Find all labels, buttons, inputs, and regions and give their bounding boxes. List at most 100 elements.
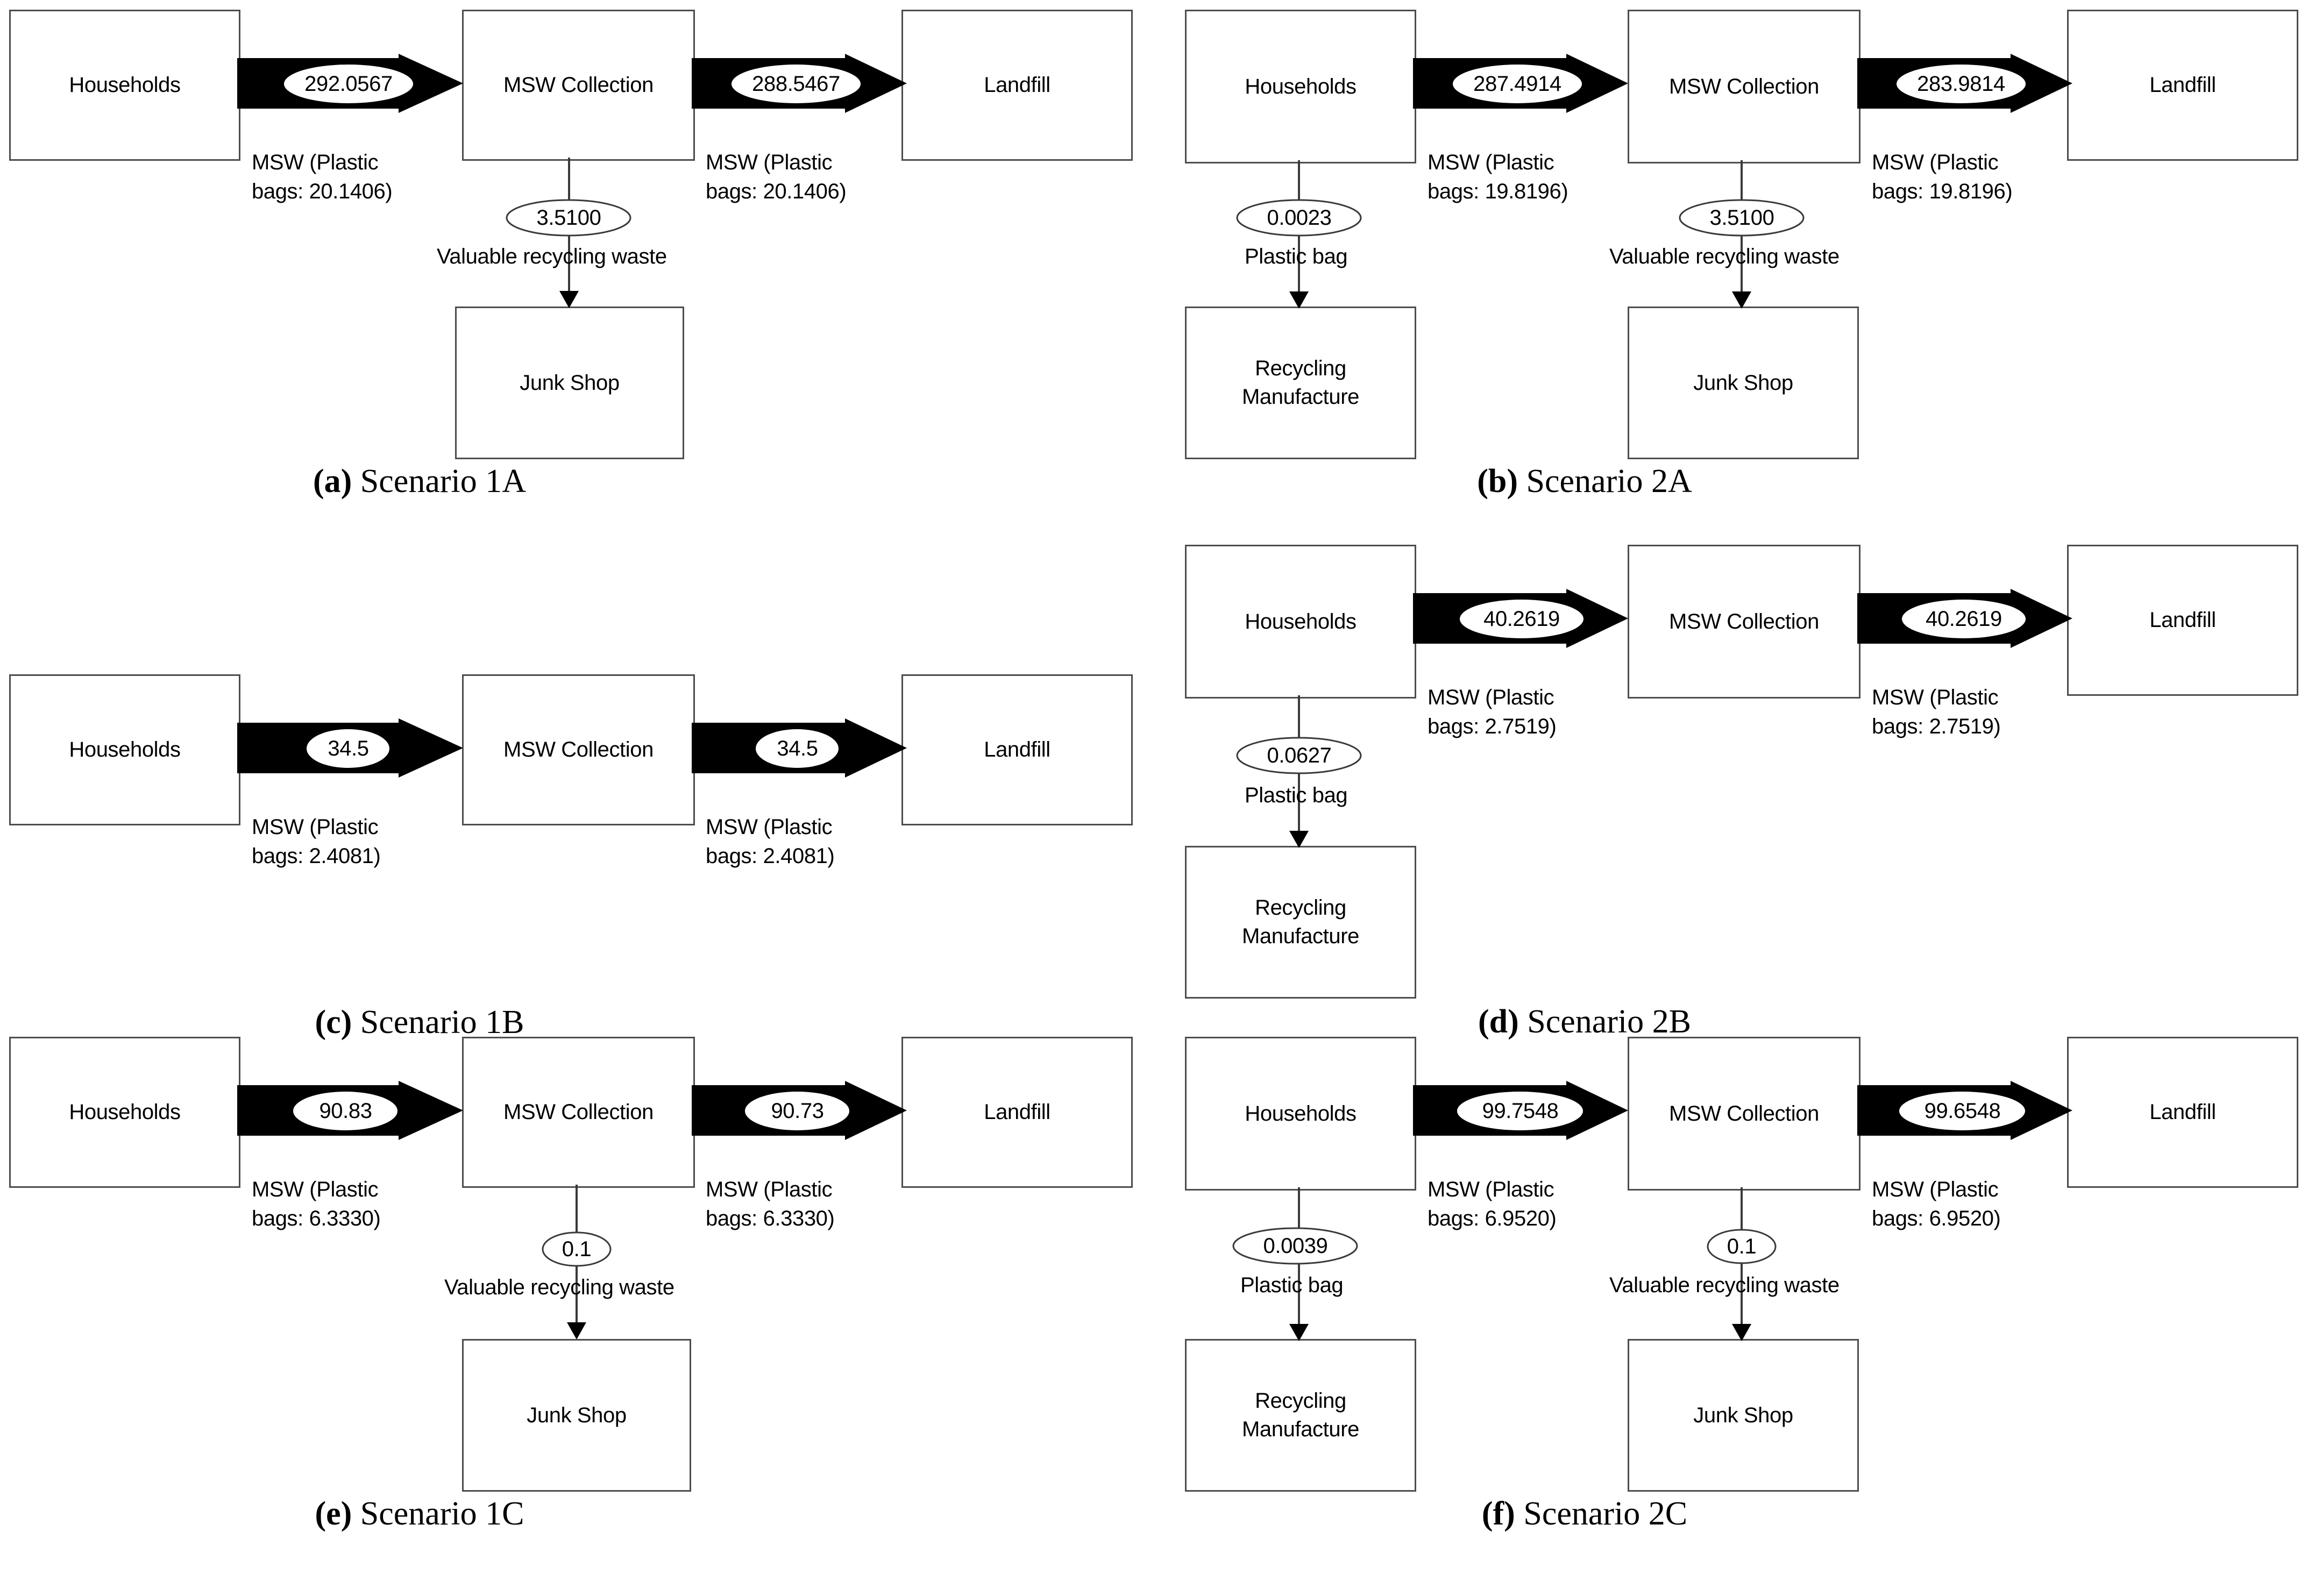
caption-letter: (a) <box>313 463 352 500</box>
caption-text: Scenario 2C <box>1515 1495 1688 1532</box>
connector-label-valuable-recycling-waste: Valuable recycling waste <box>1609 1273 1840 1297</box>
node-households[interactable]: Households <box>1185 10 1416 163</box>
node-households[interactable]: Households <box>9 674 240 825</box>
node-recycling-manufacture[interactable]: Recycling Manufacture <box>1185 846 1416 999</box>
connector-value: 3.5100 <box>1709 205 1774 230</box>
node-landfill[interactable]: Landfill <box>901 1037 1133 1188</box>
caption-letter: (c) <box>315 1004 352 1041</box>
flow-value-bubble: 90.83 <box>293 1092 398 1130</box>
caption-text: Scenario 1B <box>352 1004 524 1041</box>
node-households[interactable]: Households <box>1185 545 1416 699</box>
node-msw-collection[interactable]: MSW Collection <box>462 674 695 825</box>
caption-letter: (b) <box>1477 463 1518 500</box>
node-label: Households <box>1245 74 1357 98</box>
node-msw-collection[interactable]: MSW Collection <box>1628 1037 1860 1191</box>
connector-label-valuable-recycling-waste: Valuable recycling waste <box>1609 245 1840 268</box>
panel-caption: (d) Scenario 2B <box>1396 1003 1773 1041</box>
caption-letter: (f) <box>1481 1495 1515 1532</box>
flow-value: 99.7548 <box>1482 1099 1559 1123</box>
flow-value-bubble: 288.5467 <box>732 65 861 103</box>
node-label: Households <box>69 1100 181 1124</box>
flow-label-msw-to-landfill: MSW (Plastic bags: 2.4081) <box>706 815 835 868</box>
node-msw-collection[interactable]: MSW Collection <box>462 1037 695 1188</box>
node-landfill[interactable]: Landfill <box>901 674 1133 825</box>
node-label: Junk Shop <box>1693 370 1793 395</box>
flow-value: 40.2619 <box>1483 607 1560 631</box>
node-landfill[interactable]: Landfill <box>2067 545 2298 696</box>
connector-value-bubble: 3.5100 <box>1679 199 1805 237</box>
node-label: Households <box>1245 1101 1357 1125</box>
flow-value-bubble: 34.5 <box>307 729 390 768</box>
connector-label-plastic-bag: Plastic bag <box>1245 245 1348 268</box>
node-label: Junk Shop <box>1693 1403 1793 1427</box>
node-label: MSW Collection <box>503 73 654 97</box>
connector-value: 0.0023 <box>1267 205 1332 230</box>
connector-label-plastic-bag: Plastic bag <box>1240 1273 1344 1297</box>
flow-label-msw-to-landfill: MSW (Plastic bags: 20.1406) <box>706 151 847 203</box>
caption-text: Scenario 2B <box>1518 1003 1692 1040</box>
flow-label-msw-to-landfill: MSW (Plastic bags: 2.7519) <box>1872 686 2001 738</box>
connector-label-valuable-recycling-waste: Valuable recycling waste <box>437 245 667 268</box>
connector-value-bubble: 0.0627 <box>1236 737 1362 774</box>
node-msw-collection[interactable]: MSW Collection <box>1628 10 1860 163</box>
flow-label-msw-to-landfill: MSW (Plastic bags: 6.9520) <box>1872 1178 2001 1230</box>
flow-value: 287.4914 <box>1473 72 1561 96</box>
flow-label-households-to-msw: MSW (Plastic bags: 19.8196) <box>1428 151 1568 203</box>
node-recycling-manufacture[interactable]: Recycling Manufacture <box>1185 1339 1416 1492</box>
caption-letter: (e) <box>315 1495 352 1532</box>
node-label: Landfill <box>2149 1100 2216 1124</box>
panel-caption: (e) Scenario 1C <box>231 1495 608 1533</box>
node-msw-collection[interactable]: MSW Collection <box>1628 545 1860 699</box>
caption-text: Scenario 1C <box>352 1495 524 1532</box>
node-label: Junk Shop <box>520 370 620 395</box>
node-recycling-manufacture[interactable]: Recycling Manufacture <box>1185 307 1416 459</box>
node-junk-shop[interactable]: Junk Shop <box>462 1339 691 1492</box>
flow-value-bubble: 40.2619 <box>1460 600 1583 638</box>
node-households[interactable]: Households <box>9 10 240 161</box>
connector-label-plastic-bag: Plastic bag <box>1245 783 1348 807</box>
flow-value-bubble: 292.0567 <box>284 65 413 103</box>
node-label: Landfill <box>984 738 1050 762</box>
flow-value: 34.5 <box>328 736 369 760</box>
node-junk-shop[interactable]: Junk Shop <box>455 307 684 459</box>
flow-label-households-to-msw: MSW (Plastic bags: 6.9520) <box>1428 1178 1557 1230</box>
node-label: Landfill <box>2149 73 2216 97</box>
connector-value: 0.0039 <box>1263 1234 1328 1258</box>
node-households[interactable]: Households <box>9 1037 240 1188</box>
node-label: MSW Collection <box>1669 74 1819 98</box>
caption-letter: (d) <box>1478 1003 1519 1040</box>
flow-label-households-to-msw: MSW (Plastic bags: 6.3330) <box>252 1178 381 1230</box>
flow-value-bubble: 283.9814 <box>1897 65 2026 103</box>
flow-label-msw-to-landfill: MSW (Plastic bags: 6.3330) <box>706 1178 835 1230</box>
flow-value: 99.6548 <box>1924 1099 2001 1123</box>
flow-value-bubble: 40.2619 <box>1902 600 2026 638</box>
connector-value: 0.0627 <box>1267 743 1332 767</box>
node-msw-collection[interactable]: MSW Collection <box>462 10 695 161</box>
node-junk-shop[interactable]: Junk Shop <box>1628 1339 1859 1492</box>
connector-value-bubble: 0.0039 <box>1232 1227 1359 1265</box>
flow-value: 292.0567 <box>304 72 393 96</box>
node-label: MSW Collection <box>1669 1101 1819 1125</box>
connector-value-bubble: 0.1 <box>542 1231 612 1267</box>
node-landfill[interactable]: Landfill <box>2067 1037 2298 1188</box>
flow-label-households-to-msw: MSW (Plastic bags: 20.1406) <box>252 151 393 203</box>
node-label: Households <box>69 738 181 762</box>
node-label: MSW Collection <box>503 738 654 762</box>
node-households[interactable]: Households <box>1185 1037 1416 1191</box>
node-junk-shop[interactable]: Junk Shop <box>1628 307 1859 459</box>
node-label: Recycling Manufacture <box>1242 896 1359 948</box>
connector-households-to-recycling-manufacture <box>1283 1187 1315 1343</box>
flow-value: 288.5467 <box>752 72 840 96</box>
caption-text: Scenario 1A <box>352 463 526 500</box>
flow-value-bubble: 287.4914 <box>1453 65 1582 103</box>
panel-caption: (f) Scenario 2C <box>1396 1495 1773 1533</box>
node-landfill[interactable]: Landfill <box>2067 10 2298 161</box>
node-label: MSW Collection <box>1669 609 1819 633</box>
connector-value-bubble: 3.5100 <box>506 199 632 237</box>
connector-value: 0.1 <box>562 1237 592 1261</box>
connector-value: 0.1 <box>1727 1234 1757 1258</box>
flow-value: 40.2619 <box>1926 607 2002 631</box>
panel-caption: (c) Scenario 1B <box>231 1003 608 1042</box>
flow-value-bubble: 90.73 <box>745 1092 850 1130</box>
node-landfill[interactable]: Landfill <box>901 10 1133 161</box>
